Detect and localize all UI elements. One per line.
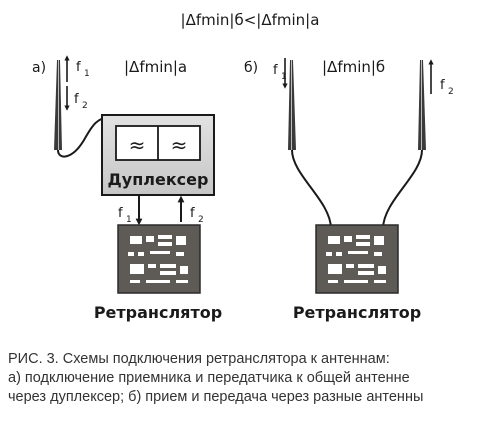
antenna-b-left: [288, 60, 296, 150]
panel-b-delta-label: |Δfmin|б: [322, 58, 385, 76]
f2-label-b: f: [440, 78, 445, 93]
f1-sub-b: 1: [281, 72, 287, 82]
panel-a: а) |Δfmin|а f 1 f 2 ≈ ≈ Дуплексер f 1 f: [32, 55, 222, 322]
duplexer-label: Дуплексер: [108, 170, 209, 189]
f2-sub-a: 2: [82, 101, 88, 111]
f2-label-a: f: [74, 92, 79, 107]
caption-line-1: РИС. 3. Схемы подключения ретранслятора …: [8, 351, 390, 367]
line-f2-label: f: [190, 206, 195, 221]
caption-line-3: через дуплексер; б) прием и передача чер…: [8, 389, 424, 405]
header-condition: |Δfmin|б<|Δfmin|а: [181, 11, 320, 29]
repeater-label-b: Ретранслятор: [293, 303, 421, 322]
line-f1-label: f: [118, 206, 123, 221]
cable-a: [57, 115, 113, 158]
f1-label-a: f: [76, 60, 81, 75]
caption-line-2: а) подключение приемника и передатчика к…: [8, 370, 410, 386]
antenna-b-right: [418, 60, 426, 150]
filter-2-icon: ≈: [171, 133, 188, 157]
panel-b-label: б): [244, 60, 258, 76]
repeater-label-a: Ретранслятор: [94, 303, 222, 322]
f1-label-b: f: [273, 63, 278, 78]
duplexer-box: ≈ ≈ Дуплексер: [101, 114, 215, 196]
panel-a-delta-label: |Δfmin|а: [124, 58, 187, 76]
cable-b-left: [291, 149, 332, 229]
cable-b-right: [382, 149, 423, 229]
line-f2-sub: 2: [198, 215, 204, 225]
panel-b: б) |Δfmin|б f 1 f 2: [244, 58, 454, 322]
filter-1-icon: ≈: [129, 133, 146, 157]
line-f1-sub: 1: [126, 215, 132, 225]
connection-diagram: |Δfmin|б<|Δfmin|а а) |Δfmin|а f 1 f 2 ≈ …: [32, 11, 454, 322]
f2-sub-b: 2: [448, 87, 454, 97]
f1-sub-a: 1: [84, 69, 90, 79]
repeater-unit-a: [117, 224, 201, 294]
repeater-unit-b: [315, 224, 399, 294]
panel-a-label: а): [32, 60, 46, 76]
antenna-a: [54, 60, 62, 150]
figure-caption: РИС. 3. Схемы подключения ретранслятора …: [8, 350, 494, 407]
